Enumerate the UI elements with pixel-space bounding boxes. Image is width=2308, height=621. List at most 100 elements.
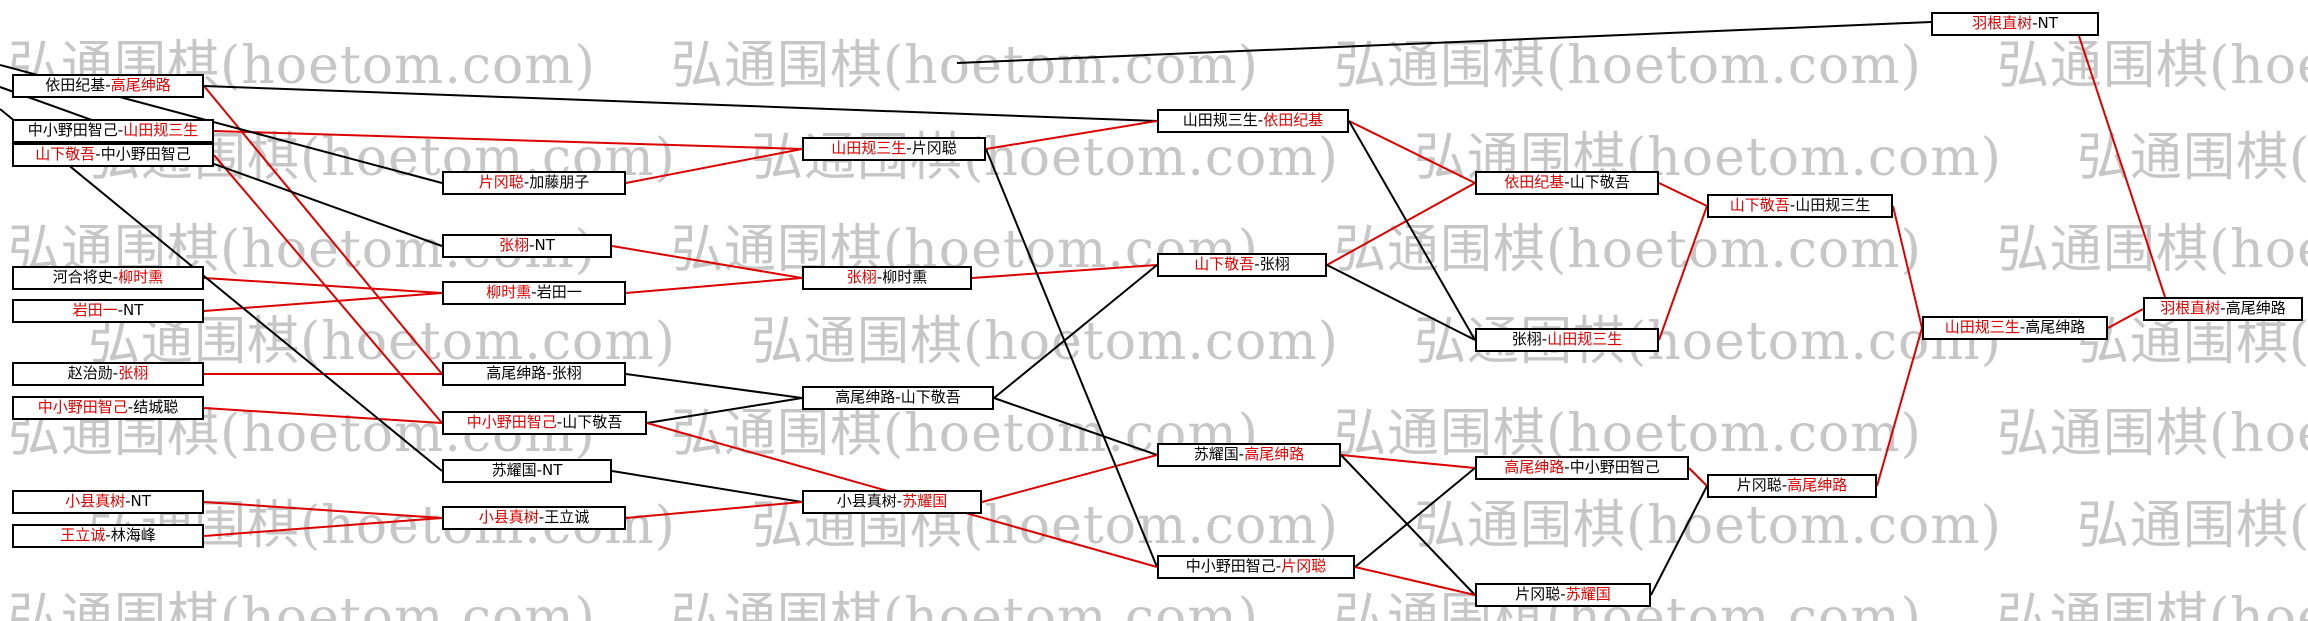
player-name: 山田规三生 (1547, 330, 1623, 348)
match-box-c4b2: 山下敬吾-张栩 (1157, 253, 1327, 277)
player-name: 张栩 (499, 236, 530, 254)
player-name: -山下敬吾 (1564, 173, 1630, 191)
player-name: 岩田一 (72, 301, 118, 319)
watermark-text: 弘通围棋(hoetom.com) (671, 36, 1259, 96)
player-name: -NT (2032, 14, 2058, 32)
bracket-edge (971, 264, 1158, 279)
player-name: -山田规三生 (1789, 196, 1871, 214)
player-name: 张栩- (1511, 330, 1548, 348)
match-box-c5b4: 片冈聪-苏耀国 (1475, 583, 1651, 607)
player-name: 中小野田智己 (37, 398, 128, 416)
player-name: 高尾绅路 (1244, 445, 1305, 463)
player-name: -山下敬吾 (556, 413, 623, 431)
player-name: 高尾绅路 (1504, 458, 1565, 476)
watermark-text: 弘通围棋(hoetom.com) (1997, 588, 2308, 621)
player-name: 小县真树 (65, 492, 126, 510)
match-box-c5b1: 依田纪基-山下敬吾 (1475, 171, 1659, 195)
match-box-c5b2: 张栩-山田规三生 (1475, 328, 1659, 352)
match-box-c2b7: 小县真树-王立诚 (442, 506, 626, 530)
bracket-edge (213, 154, 443, 424)
watermark-text: 弘通围棋(hoetom.com) (1997, 36, 2308, 96)
bracket-edge (213, 130, 803, 150)
match-box-c2b3: 柳时熏-岩田一 (442, 281, 626, 305)
player-name: 高尾绅路-山下敬吾 (835, 388, 961, 406)
player-name: 苏耀国- (1193, 445, 1245, 463)
watermark-text: 弘通围棋(hoetom.com) (1334, 36, 1922, 96)
match-box-b9: 王立诚-林海峰 (12, 524, 204, 548)
bracket-edge (203, 407, 443, 424)
player-name: 张栩 (118, 364, 149, 382)
match-box-c2b2: 张栩-NT (442, 234, 612, 258)
bracket-edge (985, 120, 1158, 150)
player-name: 山下敬吾 (35, 145, 96, 163)
bracket-edge (0, 86, 443, 247)
match-box-topright: 羽根直树-NT (1931, 12, 2099, 36)
player-name: -中小野田智己 (1564, 458, 1660, 476)
player-name: -结城聪 (127, 398, 179, 416)
bracket-edge (1326, 264, 1476, 341)
player-name: 片冈聪- (1515, 585, 1566, 603)
match-box-c3b4: 小县真树-苏耀国 (802, 490, 982, 514)
player-name: 片冈聪- (1736, 476, 1788, 494)
bracket-edge (1658, 205, 1708, 341)
bracket-edge (646, 397, 803, 424)
player-name: 高尾绅路 (1787, 476, 1848, 494)
match-box-c2b4: 高尾绅路-张栩 (442, 362, 626, 386)
player-name: 小县真树- (836, 492, 903, 510)
player-name: -岩田一 (531, 283, 582, 301)
player-name: -NT (529, 236, 555, 254)
player-name: 山下敬吾 (1194, 255, 1255, 273)
watermark-text: 弘通围棋(hoetom.com) (2077, 128, 2308, 188)
watermark-text: 弘通围棋(hoetom.com) (1334, 404, 1922, 464)
match-box-c4b4: 中小野田智己-片冈聪 (1157, 555, 1355, 579)
match-box-c3b1: 山田规三生-片冈聪 (802, 137, 986, 161)
match-box-c3b3: 高尾绅路-山下敬吾 (802, 386, 994, 410)
bracket-edge (625, 501, 803, 519)
player-name: -高尾绅路 (2220, 299, 2286, 317)
player-name: 高尾绅路 (110, 76, 171, 94)
match-box-c6b2: 片冈聪-高尾绅路 (1707, 474, 1877, 498)
player-name: 片冈聪 (1281, 557, 1327, 575)
bracket-edge (611, 470, 803, 503)
player-name: -柳时熏 (876, 268, 928, 286)
bracket-edge (0, 108, 443, 472)
bracket-edge (1876, 327, 1923, 487)
player-name: 中小野田智己- (1185, 557, 1282, 575)
player-name: 依田纪基 (1504, 173, 1565, 191)
bracket-edge (1658, 182, 1708, 207)
bracket-edge (993, 264, 1158, 399)
match-box-c2b5: 中小野田智己-山下敬吾 (442, 411, 647, 435)
match-box-c5b3: 高尾绅路-中小野田智己 (1475, 456, 1689, 480)
player-name: 赵治勋- (67, 364, 119, 382)
bracket-edge (611, 245, 803, 279)
player-name: -NT (117, 301, 144, 319)
match-box-c7b1: 山田规三生-高尾绅路 (1922, 316, 2108, 340)
player-name: 山田规三生 (1944, 318, 2020, 336)
player-name: -高尾绅路 (2019, 318, 2086, 336)
match-box-b2: 中小野田智己-山田规三生 (12, 119, 214, 143)
match-box-b1: 依田纪基-高尾绅路 (12, 74, 204, 98)
match-box-b7: 中小野田智己-结城聪 (12, 396, 204, 420)
player-name: 片冈聪 (478, 173, 524, 191)
bracket-edge (625, 148, 803, 184)
player-name: -张栩 (1254, 255, 1290, 273)
bracket-edge (203, 277, 443, 294)
player-name: 中小野田智己- (27, 121, 124, 139)
bracket-edge (203, 85, 443, 375)
player-name: 柳时熏 (486, 283, 532, 301)
watermark-text: 弘通围棋(hoetom.com) (2077, 496, 2308, 556)
bracket-edge (1348, 120, 1476, 341)
player-name: 王立诚 (60, 526, 106, 544)
bracket-edge (956, 21, 1932, 64)
watermark-text: 弘通围棋(hoetom.com) (1997, 404, 2308, 464)
player-name: -片冈聪 (906, 139, 957, 157)
watermark-text: 弘通围棋(hoetom.com) (1997, 220, 2308, 280)
player-name: 山田规三生 (123, 121, 199, 139)
bracket-edge (625, 277, 803, 294)
match-box-c3b2: 张栩-柳时熏 (802, 266, 972, 290)
bracket-edge (203, 517, 443, 537)
player-name: 柳时熏 (118, 268, 164, 286)
bracket-edge (203, 85, 1158, 122)
match-box-b5: 岩田一-NT (12, 299, 204, 323)
